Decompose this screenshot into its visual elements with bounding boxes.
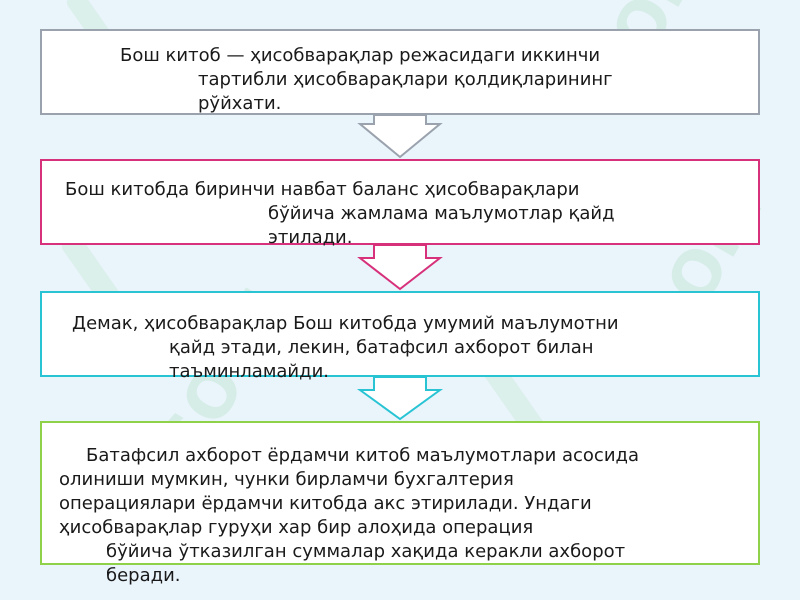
box1-line-2: тартибли ҳисобварақлари қолдиқларининг: [198, 69, 613, 90]
box3-line-3: таъминламайди.: [169, 361, 329, 382]
flow-box-2: Бош китобда биринчи навбат баланс ҳисобв…: [40, 159, 760, 248]
box1-line-1: Бош китоб — ҳисобварақлар режасидаги икк…: [120, 45, 601, 66]
box4-line-4: ҳисобварақлар гуруҳи хар бир алоҳида опе…: [59, 517, 534, 538]
box4-line-1: Батафсил ахборот ёрдамчи китоб маълумотл…: [86, 445, 639, 466]
box2-line-3: этилади.: [268, 227, 353, 248]
box4-line-2: олиниши мумкин, чунки бирламчи бухгалтер…: [59, 469, 514, 490]
down-arrow-3: [356, 376, 444, 421]
box2-line-2: бўйича жамлама маълумотлар қайд: [268, 203, 615, 224]
down-arrow-2: [357, 244, 443, 291]
box3-line-2: қайд этади, лекин, батафсил ахборот била…: [169, 337, 594, 358]
box4-line-6: беради.: [106, 565, 181, 586]
box4-line-5: бўйича ўтказилган суммалар хақида керакл…: [106, 541, 626, 562]
box2-line-1: Бош китобда биринчи навбат баланс ҳисобв…: [65, 179, 580, 200]
flow-box-3: Демак, ҳисобварақлар Бош китобда умумий …: [40, 291, 760, 382]
down-arrow-1: [357, 114, 443, 159]
flow-box-1: Бош китоб — ҳисобварақлар режасидаги икк…: [40, 29, 760, 115]
box3-line-1: Демак, ҳисобварақлар Бош китобда умумий …: [72, 313, 619, 334]
box1-line-3: рўйхати.: [198, 93, 282, 114]
box4-line-3: операциялари ёрдамчи китобда акс этирила…: [59, 493, 592, 514]
flow-box-4: Батафсил ахборот ёрдамчи китоб маълумотл…: [40, 421, 760, 586]
